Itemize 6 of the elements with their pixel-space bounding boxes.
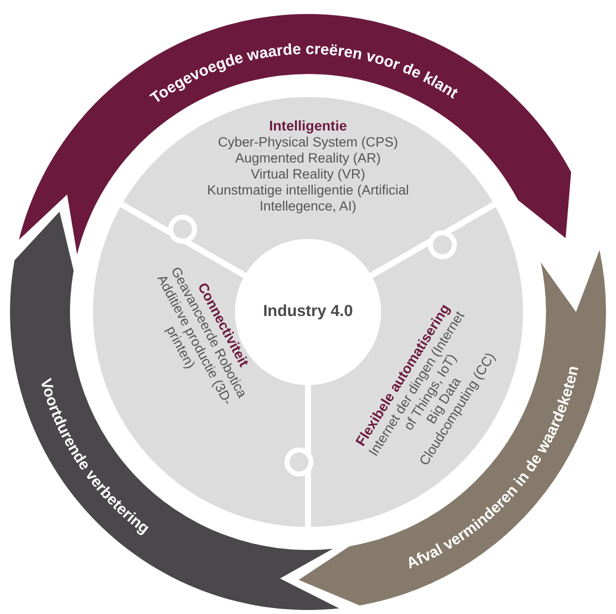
technology-item: Kunstmatige intelligentie (Artificial Intellegence, AI) — [206, 182, 410, 214]
category-heading: Intelligentie — [269, 118, 347, 134]
center-label: Industry 4.0 — [263, 303, 353, 321]
technology-item: Augmented Reality (AR) — [235, 150, 381, 166]
technology-item: Cyber-Physical System (CPS) — [218, 134, 398, 150]
technology-item: Virtual Reality (VR) — [250, 166, 366, 182]
